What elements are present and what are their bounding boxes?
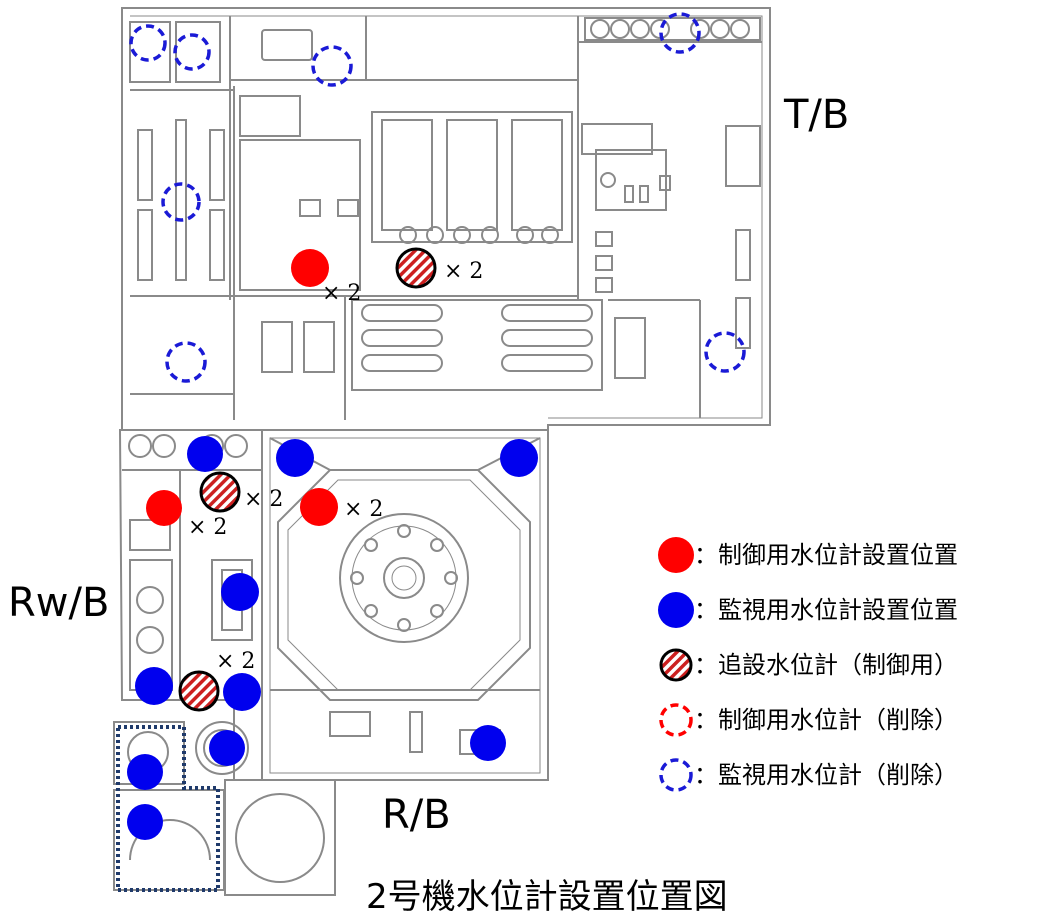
deleted-monitor-marker bbox=[659, 12, 701, 54]
monitor-marker bbox=[276, 439, 314, 477]
control-marker bbox=[291, 249, 329, 287]
monitor-marker bbox=[221, 573, 259, 611]
legend-control-text: ：制御用水位計設置位置 bbox=[694, 541, 958, 569]
label-radwaste-building: Rw/B bbox=[8, 580, 109, 626]
multiplier-label: × 2 bbox=[344, 497, 383, 522]
monitor-marker bbox=[470, 725, 506, 761]
monitor-marker bbox=[127, 754, 163, 790]
monitor-marker bbox=[127, 804, 163, 840]
figure-caption: 2号機水位計設置位置図 bbox=[366, 877, 728, 917]
reactor-vessel bbox=[339, 513, 469, 643]
floor-plan bbox=[113, 7, 771, 896]
multiplier-label: × 2 bbox=[322, 281, 361, 306]
monitor-marker bbox=[187, 436, 223, 472]
legend-monitor-swatch bbox=[658, 592, 694, 628]
legend-deleted-monitor-text: ：監視用水位計（削除） bbox=[694, 761, 958, 789]
deleted-monitor-marker bbox=[161, 182, 201, 222]
legend-control-swatch bbox=[658, 537, 694, 573]
legend-deleted-monitor-swatch bbox=[659, 758, 693, 792]
legend-deleted-control-text: ：制御用水位計（削除） bbox=[694, 706, 958, 734]
reactor-octagon bbox=[277, 469, 531, 701]
legend: ：制御用水位計設置位置 ：監視用水位計設置位置 ：追設水位計（制御用） ：制御用… bbox=[658, 537, 958, 792]
deleted-monitor-marker bbox=[704, 331, 746, 373]
deleted-monitor-marker bbox=[173, 33, 211, 71]
monitor-marker bbox=[135, 667, 173, 705]
legend-added-swatch bbox=[659, 648, 693, 682]
monitor-marker bbox=[209, 730, 245, 766]
control-marker bbox=[146, 490, 182, 526]
multiplier-label: × 2 bbox=[216, 649, 255, 674]
legend-monitor-text: ：監視用水位計設置位置 bbox=[694, 596, 958, 624]
reactor-building-outline bbox=[261, 429, 549, 781]
markers-layer: × 2 × 2 × 2 × 2 × 2 × 2 bbox=[127, 12, 746, 840]
multiplier-label: × 2 bbox=[444, 259, 483, 284]
legend-deleted-control-swatch bbox=[659, 703, 693, 737]
added-control-marker bbox=[178, 670, 220, 712]
deleted-monitor-marker bbox=[311, 45, 353, 87]
legend-added-text: ：追設水位計（制御用） bbox=[694, 651, 958, 679]
dotted-boundary bbox=[116, 725, 220, 892]
monitor-marker bbox=[500, 439, 538, 477]
monitor-marker bbox=[223, 673, 261, 711]
label-turbine-building: T/B bbox=[783, 92, 849, 138]
deleted-monitor-marker bbox=[129, 24, 167, 62]
deleted-monitor-marker bbox=[165, 341, 207, 383]
added-control-marker bbox=[395, 247, 437, 289]
control-marker bbox=[300, 488, 338, 526]
label-reactor-building: R/B bbox=[382, 792, 451, 838]
added-control-marker bbox=[199, 471, 241, 513]
multiplier-label: × 2 bbox=[188, 515, 227, 540]
multiplier-label: × 2 bbox=[244, 487, 283, 512]
